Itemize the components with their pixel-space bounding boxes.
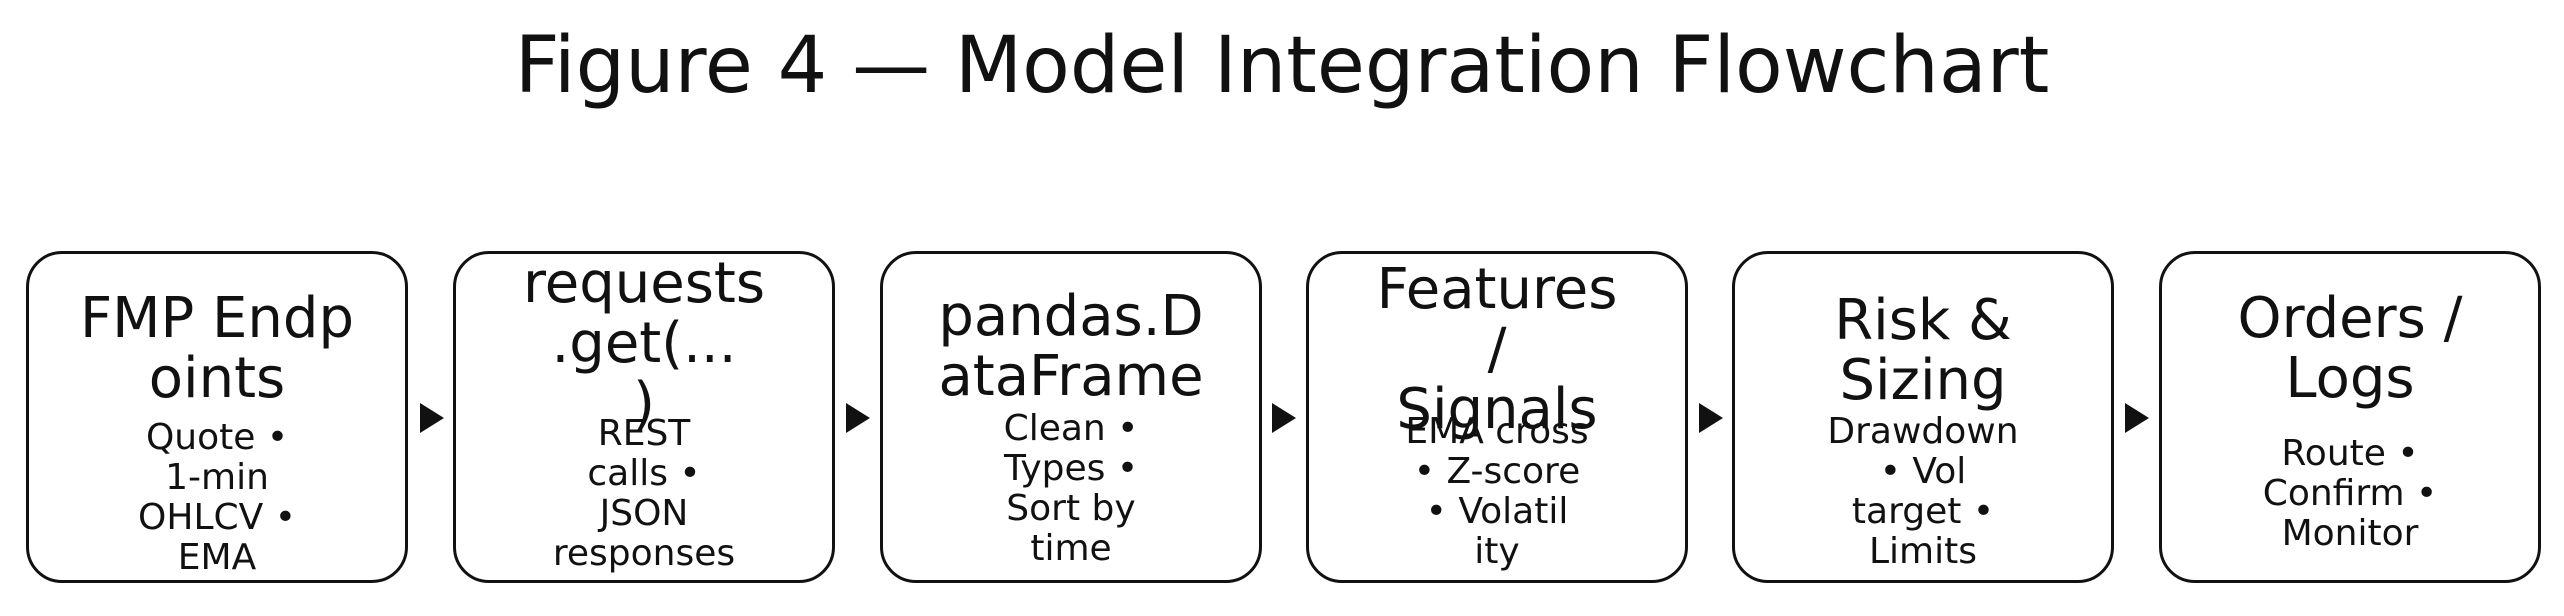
node-orders-logs: Orders / Logs Route • Confirm • Monitor: [2159, 251, 2541, 583]
flow-arrow: [846, 403, 870, 433]
node-requests-get: requests .get(... ) REST calls • JSON re…: [453, 251, 835, 583]
node-fmp-endpoints: FMP Endp oints Quote • 1-min OHLCV • EMA: [26, 251, 408, 583]
figure-title: Figure 4 — Model Integration Flowchart: [514, 21, 2050, 111]
node-title: requests .get(... ): [522, 251, 766, 436]
node-pandas-dataframe: pandas.D ataFrame Clean • Types • Sort b…: [880, 251, 1262, 583]
node-title: FMP Endp oints: [79, 286, 355, 411]
flow-arrow: [420, 403, 444, 433]
node-description: Clean • Types • Sort by time: [1003, 408, 1139, 569]
node-risk-sizing: Risk & Sizing Drawdown • Vol target • Li…: [1732, 251, 2114, 583]
node-description: EMA cross • Z-score • Volatil ity: [1405, 411, 1589, 572]
flow-arrow: [2125, 403, 2149, 433]
node-title: Features / Signals: [1376, 257, 1618, 442]
node-description: REST calls • JSON responses: [552, 413, 736, 574]
node-title: pandas.D ataFrame: [938, 284, 1204, 409]
flow-arrow: [1272, 403, 1296, 433]
flow-arrow: [1699, 403, 1723, 433]
node-features-signals: Features / Signals EMA cross • Z-score •…: [1306, 251, 1688, 583]
node-description: Route • Confirm • Monitor: [2262, 433, 2438, 554]
node-title: Orders / Logs: [2237, 286, 2463, 411]
node-description: Drawdown • Vol target • Limits: [1827, 411, 2019, 572]
node-title: Risk & Sizing: [1834, 288, 2012, 413]
node-description: Quote • 1-min OHLCV • EMA: [138, 417, 296, 578]
